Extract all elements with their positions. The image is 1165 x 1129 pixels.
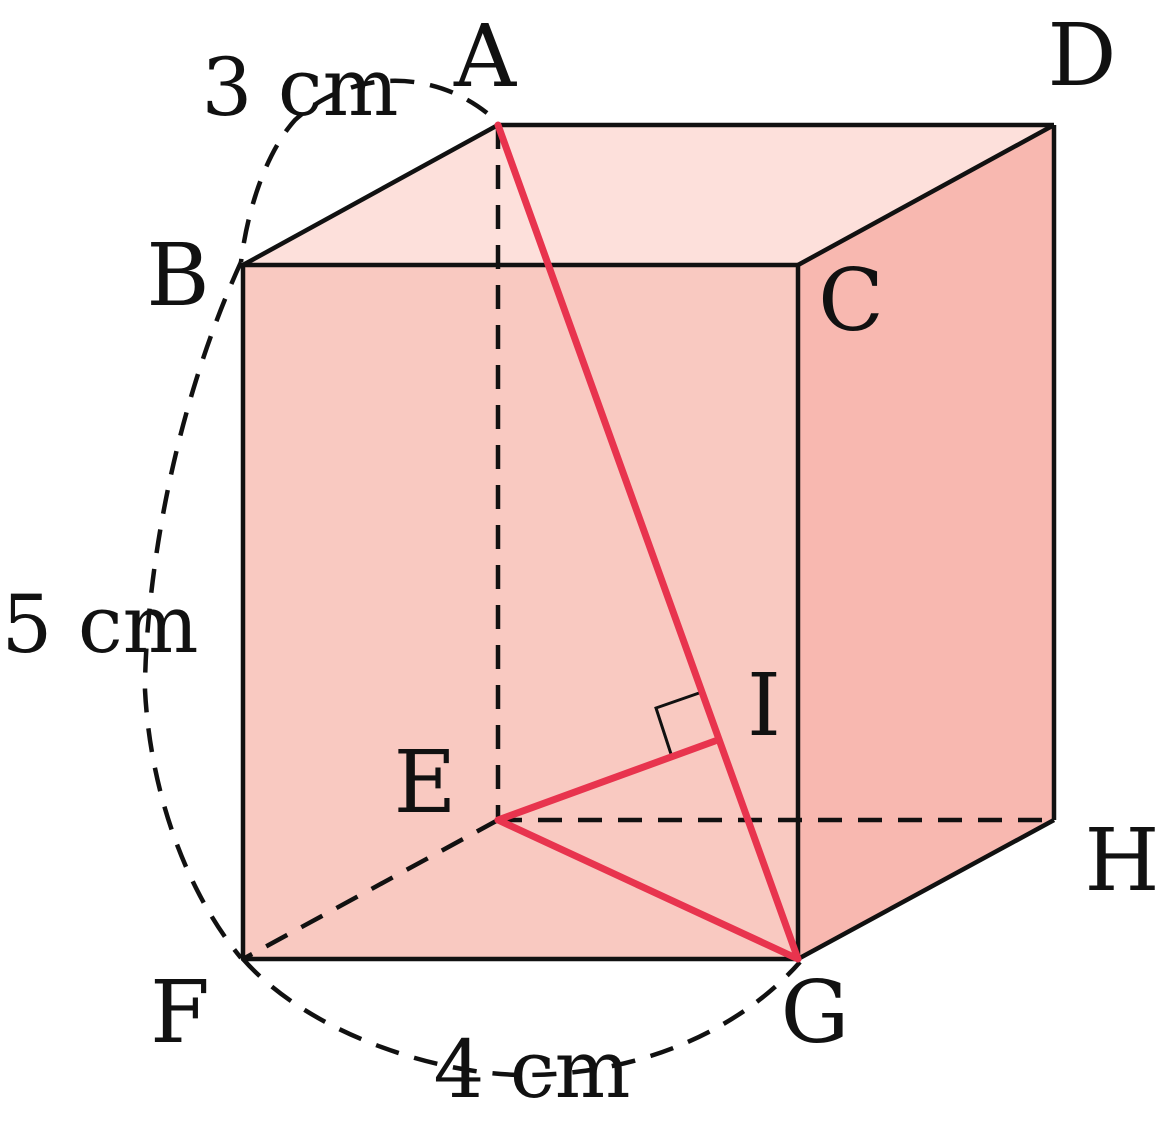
- highlighted-segments: [494, 121, 802, 963]
- segment-ag: [494, 121, 802, 963]
- dimension-arcs: [142, 78, 802, 1078]
- edge-cd: [796, 123, 1056, 267]
- segment-ei: [494, 737, 719, 824]
- right-face: [798, 125, 1054, 959]
- edge-ba: [241, 123, 500, 267]
- front-face: [243, 265, 798, 959]
- hidden-edge-ef: [241, 818, 500, 961]
- hidden-edges: [241, 125, 1054, 961]
- vertex-label-d: D: [1048, 6, 1117, 106]
- vertex-label-h: H: [1085, 811, 1160, 911]
- vertex-labels: A B C D E F G H I: [146, 6, 1159, 1063]
- visible-edges: [240, 122, 1057, 962]
- dimension-label-depth: 3 cm: [202, 41, 399, 134]
- edge-gh: [796, 818, 1056, 961]
- vertex-label-c: C: [818, 251, 884, 351]
- dimension-label-width: 4 cm: [434, 1023, 631, 1116]
- right-angle-marker: [654, 690, 703, 755]
- width-arc: [241, 957, 802, 1078]
- segment-eg: [494, 816, 802, 963]
- vertex-label-e: E: [394, 733, 457, 833]
- top-face: [243, 125, 1054, 265]
- depth-arc: [238, 78, 489, 263]
- vertex-label-f: F: [150, 963, 210, 1063]
- vertex-label-g: G: [781, 963, 850, 1063]
- vertex-label-b: B: [146, 226, 209, 326]
- vertex-label-i: I: [747, 656, 781, 756]
- dimension-labels: 3 cm 5 cm 4 cm: [2, 41, 631, 1116]
- vertex-label-a: A: [453, 7, 517, 107]
- height-arc: [142, 261, 244, 960]
- dimension-label-height: 5 cm: [2, 578, 199, 671]
